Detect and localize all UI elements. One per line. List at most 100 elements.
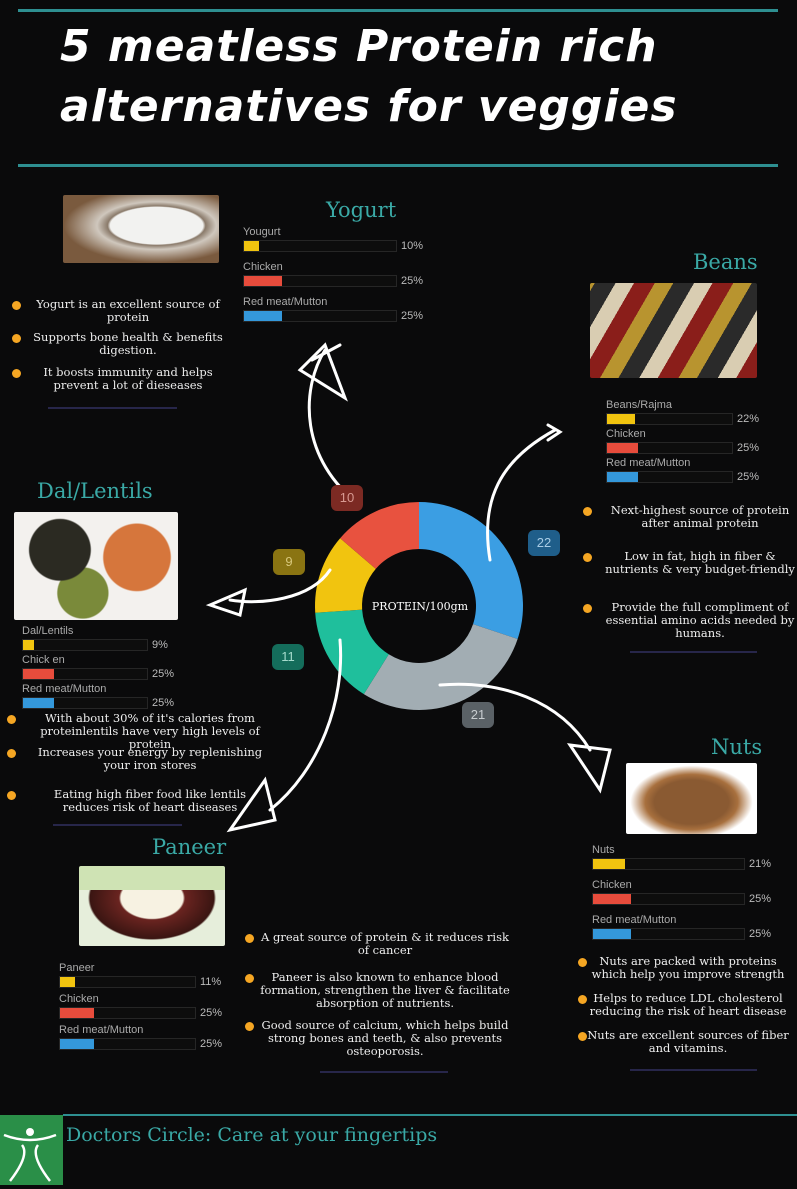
paneer-bar bbox=[59, 976, 196, 988]
beans-bar-fill bbox=[607, 414, 635, 424]
beans-bullet-text: Low in fat, high in fiber & nutrients & … bbox=[605, 549, 795, 576]
nuts-bullet-text: Helps to reduce LDL cholesterol reducing… bbox=[589, 991, 787, 1018]
paneer-bar bbox=[59, 1038, 196, 1050]
beans-bullet-text: Provide the full compliment of essential… bbox=[605, 600, 795, 640]
yogurt-bar-label: Yougurt bbox=[243, 226, 281, 238]
dal-title: Dal/Lentils bbox=[37, 479, 153, 503]
title-line-2: alternatives for veggies bbox=[60, 81, 678, 132]
bullet-dot-icon bbox=[578, 995, 587, 1004]
paneer-bar-percent: 25% bbox=[200, 1007, 223, 1019]
title-line-1: 5 meatless Protein rich bbox=[60, 21, 658, 72]
callout-22: 22 bbox=[528, 530, 560, 556]
nuts-bar-percent: 21% bbox=[749, 858, 772, 870]
yogurt-bar-fill bbox=[244, 311, 282, 321]
donut-slice-21 bbox=[363, 624, 518, 710]
bullet-dot-icon bbox=[583, 507, 592, 516]
dal-bar bbox=[22, 697, 148, 709]
footer-tagline: Doctors Circle: Care at your fingertips bbox=[66, 1124, 438, 1146]
nuts-image bbox=[626, 763, 757, 834]
bullet-dot-icon bbox=[7, 749, 16, 758]
yogurt-bar bbox=[243, 240, 397, 252]
yogurt-divider bbox=[48, 407, 177, 409]
dal-bar-percent: 9% bbox=[152, 639, 168, 651]
dal-divider bbox=[53, 824, 182, 826]
bullet-dot-icon bbox=[12, 301, 21, 310]
beans-bar bbox=[606, 413, 733, 425]
nuts-bullet-text: Nuts are packed with proteins which help… bbox=[591, 954, 785, 981]
beans-bar-percent: 25% bbox=[737, 471, 760, 483]
arrow-head-beans bbox=[546, 423, 563, 442]
dal-bar-percent: 25% bbox=[152, 697, 175, 709]
donut-center-label: PROTEIN/100gm bbox=[371, 600, 469, 613]
donut-slice-9 bbox=[315, 538, 376, 613]
donut-slice-10 bbox=[340, 502, 419, 569]
nuts-divider bbox=[630, 1069, 757, 1071]
bullet-dot-icon bbox=[583, 553, 592, 562]
bullet-dot-icon bbox=[12, 334, 21, 343]
yogurt-bullet-text: Yogurt is an excellent source of protein bbox=[36, 297, 220, 324]
dal-bar-fill bbox=[23, 640, 35, 650]
donut-slice-22 bbox=[419, 502, 523, 639]
beans-bar-label: Chicken bbox=[606, 428, 646, 440]
beans-bar-label: Red meat/Mutton bbox=[606, 457, 691, 469]
callout-10: 10 bbox=[331, 485, 363, 511]
beans-bar-percent: 22% bbox=[737, 413, 760, 425]
dal-bar-fill bbox=[23, 669, 54, 679]
callout-21: 21 bbox=[462, 702, 494, 728]
title-rule-top bbox=[18, 9, 778, 12]
arrow-to-beans bbox=[486, 428, 557, 562]
paneer-bar-percent: 25% bbox=[200, 1038, 223, 1050]
paneer-image bbox=[79, 866, 225, 946]
bullet-dot-icon bbox=[583, 604, 592, 613]
nuts-bar-fill bbox=[593, 859, 625, 869]
nuts-bar-label: Chicken bbox=[592, 879, 632, 891]
nuts-bar-label: Nuts bbox=[592, 844, 615, 856]
yogurt-title: Yogurt bbox=[326, 198, 397, 222]
bullet-dot-icon bbox=[245, 1022, 254, 1031]
dal-bar-label: Dal/Lentils bbox=[22, 625, 74, 637]
arrow-head-paneer bbox=[226, 776, 277, 833]
arrow-to-paneer bbox=[268, 638, 343, 812]
beans-bar-percent: 25% bbox=[737, 442, 760, 454]
bullet-dot-icon bbox=[245, 934, 254, 943]
bullet-dot-icon bbox=[7, 715, 16, 724]
dal-bar-label: Red meat/Mutton bbox=[22, 683, 107, 695]
paneer-bar-percent: 11% bbox=[200, 976, 222, 988]
yogurt-bar-percent: 25% bbox=[401, 275, 424, 287]
donut-slice-11 bbox=[315, 609, 389, 695]
yogurt-bullet-text: Supports bone health & benefits digestio… bbox=[33, 330, 223, 357]
bullet-dot-icon bbox=[578, 1032, 587, 1041]
dal-bar-fill bbox=[23, 698, 54, 708]
yogurt-bar-percent: 25% bbox=[401, 310, 424, 322]
bullet-dot-icon bbox=[7, 791, 16, 800]
beans-divider bbox=[630, 651, 757, 653]
paneer-bullet-text: Paneer is also known to enhance blood fo… bbox=[260, 970, 510, 1010]
arrow-head-dal bbox=[205, 587, 248, 617]
paneer-bullet-text: Good source of calcium, which helps buil… bbox=[261, 1018, 509, 1058]
paneer-bar-fill bbox=[60, 977, 75, 987]
beans-bar-fill bbox=[607, 472, 639, 482]
nuts-title: Nuts bbox=[711, 735, 763, 759]
bullet-dot-icon bbox=[12, 369, 21, 378]
nuts-bar-fill bbox=[593, 894, 631, 904]
beans-bullet-text: Next-highest source of protein after ani… bbox=[610, 503, 790, 530]
nuts-bar bbox=[592, 858, 745, 870]
arrow-to-dal bbox=[228, 568, 332, 604]
footer-rule bbox=[63, 1114, 797, 1116]
dal-bullet-text: Increases your energy by replenishing yo… bbox=[37, 745, 263, 772]
paneer-title: Paneer bbox=[152, 835, 227, 859]
paneer-bar-fill bbox=[60, 1039, 94, 1049]
beans-bar bbox=[606, 471, 733, 483]
paneer-bar-label: Chicken bbox=[59, 993, 99, 1005]
paneer-bullet-text: A great source of protein & it reduces r… bbox=[261, 930, 509, 957]
bullet-dot-icon bbox=[245, 974, 254, 983]
arrow-to-nuts bbox=[438, 682, 592, 752]
arrow-head-nuts bbox=[566, 743, 612, 794]
paneer-divider bbox=[320, 1071, 448, 1073]
dal-bar bbox=[22, 639, 148, 651]
nuts-bar-label: Red meat/Mutton bbox=[592, 914, 677, 926]
nuts-bar-percent: 25% bbox=[749, 893, 772, 905]
title-rule-bottom bbox=[18, 164, 778, 167]
nuts-bullet-text: Nuts are excellent sources of fiber and … bbox=[587, 1028, 789, 1055]
